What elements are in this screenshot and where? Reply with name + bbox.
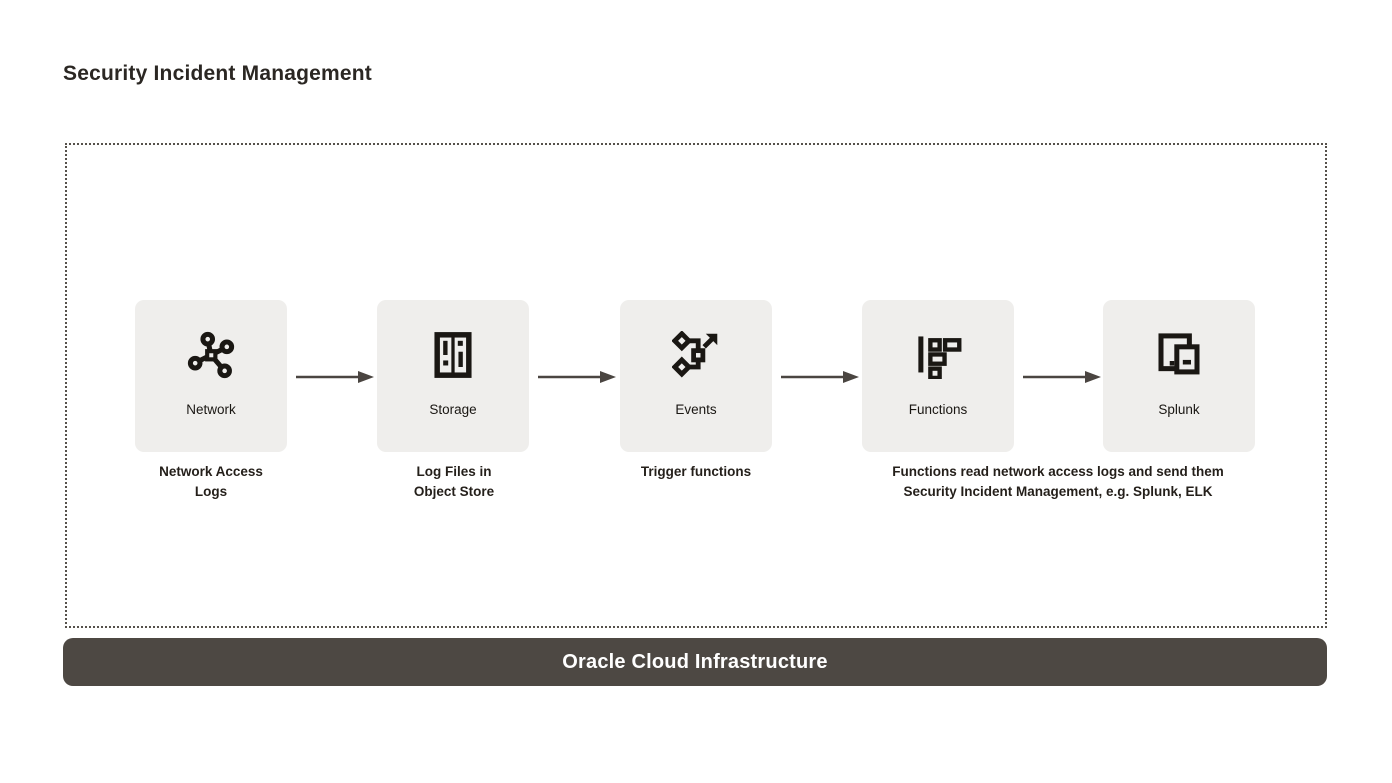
caption-network-access-logs: Network Access Logs [159, 464, 263, 499]
flow-arrow [538, 370, 616, 384]
node-storage: Storage [377, 300, 529, 452]
caption-log-files-object-store: Log Files in Object Store [413, 464, 495, 499]
node-events: Events [620, 300, 772, 452]
node-label: Storage [429, 402, 477, 417]
node-label: Functions [908, 402, 968, 417]
splunk-icon [1155, 331, 1203, 379]
node-network: Network [135, 300, 287, 452]
flow-arrow [1023, 370, 1101, 384]
page-title: Security Incident Management [63, 62, 373, 85]
flow-arrow [781, 370, 859, 384]
network-icon [187, 331, 235, 379]
node-splunk: Splunk [1103, 300, 1255, 452]
caption-trigger-functions: Trigger functions [640, 464, 752, 479]
flow-arrow [296, 370, 374, 384]
oci-boundary-frame [65, 143, 1327, 628]
oracle-cloud-infrastructure-label: Oracle Cloud Infrastructure [562, 650, 828, 673]
oracle-cloud-infrastructure-bar: Oracle Cloud Infrastructure [63, 638, 1327, 686]
functions-icon [914, 331, 962, 379]
node-label: Splunk [1158, 402, 1200, 417]
node-label: Network [186, 402, 236, 417]
storage-icon [429, 331, 477, 379]
caption-functions-send-logs: Functions read network access logs and s… [892, 464, 1224, 499]
node-functions: Functions [862, 300, 1014, 452]
events-icon [672, 331, 720, 379]
node-label: Events [675, 402, 717, 417]
